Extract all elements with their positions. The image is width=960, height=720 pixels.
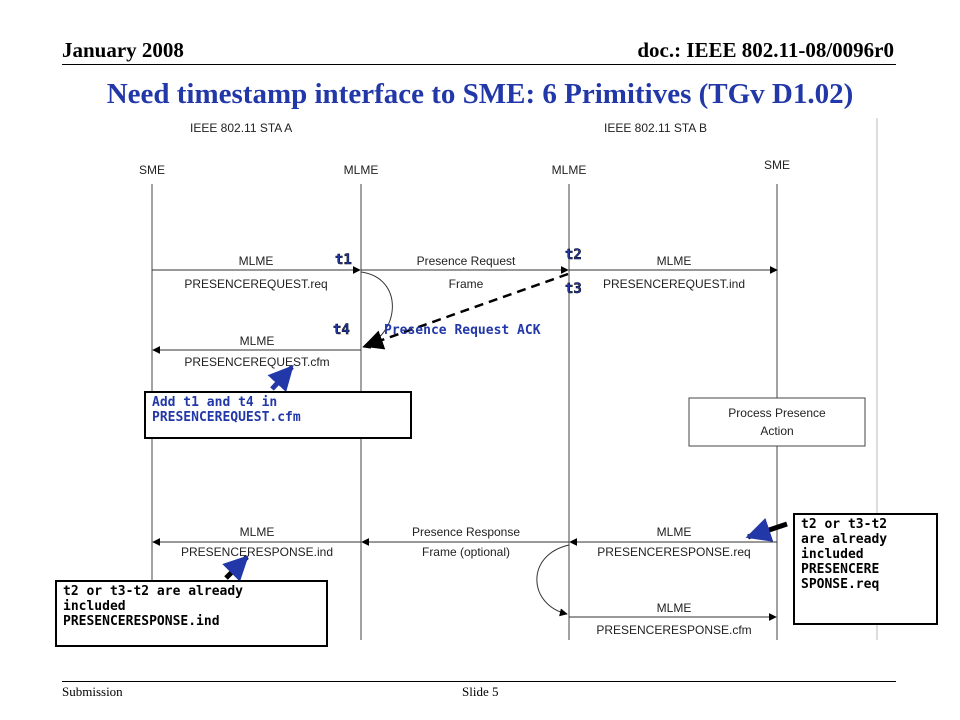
msg-cfm-line1: MLME (240, 334, 275, 348)
response-loop-curve (536, 544, 570, 617)
msg-resp-cfm-line2: PRESENCERESPONSE.cfm (596, 623, 751, 637)
lifeline-label-mlme-b: MLME (552, 163, 587, 177)
msg-resp-req-line2: PRESENCERESPONSE.req (597, 545, 750, 559)
msg-resp-req-line1: MLME (657, 525, 692, 539)
process-box-line2: Action (760, 424, 793, 438)
slide-title: Need timestamp interface to SME: 6 Primi… (106, 78, 854, 110)
header-doc-id: doc.: IEEE 802.11-08/0096r0 (637, 38, 894, 62)
timestamp-t1: t1 (335, 252, 352, 268)
msg-cfm-line2: PRESENCEREQUEST.cfm (184, 355, 329, 369)
footer-slide-number: Slide 5 (462, 684, 499, 699)
sta-b-label: IEEE 802.11 STA B (604, 121, 707, 135)
msg-resp-ind-line1: MLME (240, 525, 275, 539)
msg-req-line2: PRESENCEREQUEST.req (184, 277, 327, 291)
msg-resp-frame-line2: Frame (optional) (422, 545, 510, 559)
ack-label: Presence Request ACK (384, 323, 541, 338)
note-add-t1-t4-cfm: Add t1 and t4 in PRESENCEREQUEST.cfm (144, 391, 412, 439)
msg-ind-line1: MLME (657, 254, 692, 268)
process-box-line1: Process Presence (728, 406, 826, 420)
msg-frame-line2: Frame (449, 277, 484, 291)
pointer-arrow-to-resp-req (745, 518, 788, 542)
process-presence-action-box (688, 397, 866, 447)
lifeline-label-sme-a: SME (139, 163, 165, 177)
header-date: January 2008 (62, 38, 184, 62)
timestamp-t3: t3 (565, 281, 582, 297)
msg-ind-line2: PRESENCEREQUEST.ind (603, 277, 745, 291)
msg-resp-cfm-line1: MLME (657, 601, 692, 615)
sta-a-label: IEEE 802.11 STA A (190, 121, 292, 135)
lifeline-label-mlme-a: MLME (344, 163, 379, 177)
note-resp-ind: t2 or t3-t2 are already included PRESENC… (55, 580, 328, 647)
msg-resp-frame-line1: Presence Response (412, 525, 520, 539)
ack-dashed-arrow (363, 272, 569, 350)
header-rule (62, 64, 896, 65)
lifeline-label-sme-b: SME (764, 158, 790, 172)
pointer-arrow-to-resp-ind (222, 555, 249, 582)
msg-req-line1: MLME (239, 254, 274, 268)
note-resp-req: t2 or t3-t2 are already included PRESENC… (793, 513, 938, 625)
footer-rule (62, 681, 896, 682)
timestamp-t2: t2 (565, 247, 582, 263)
msg-resp-ind-line2: PRESENCERESPONSE.ind (181, 545, 333, 559)
timestamp-t4: t4 (333, 322, 350, 338)
pointer-arrow-to-cfm (267, 365, 294, 393)
footer-submission: Submission (62, 684, 123, 699)
msg-frame-line1: Presence Request (417, 254, 516, 268)
